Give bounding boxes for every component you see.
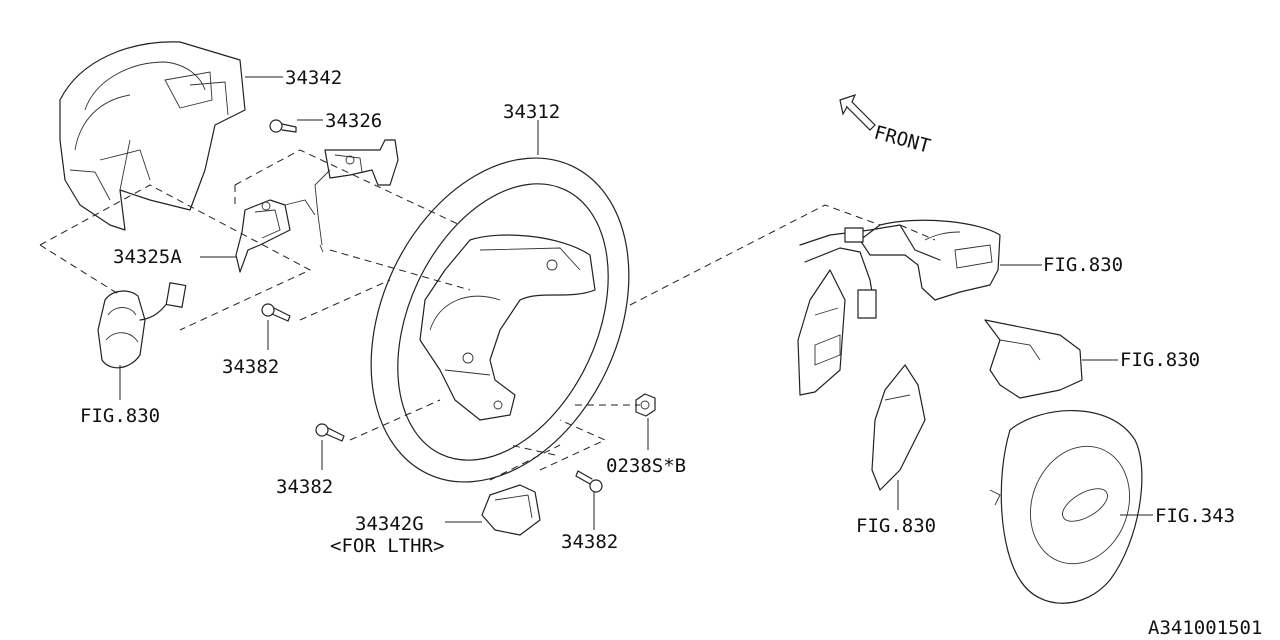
steering-wheel-34312 bbox=[370, 157, 630, 483]
label-fig343: FIG.343 bbox=[1155, 505, 1235, 527]
airbag-module bbox=[989, 410, 1143, 604]
nut-0238S bbox=[635, 393, 656, 417]
paddle-switch-34325A bbox=[235, 199, 316, 273]
column-cover-part bbox=[59, 41, 246, 231]
label-fig830-a: FIG.830 bbox=[1043, 254, 1123, 276]
label-front: FRONT bbox=[872, 122, 933, 158]
right-trim-cover bbox=[984, 319, 1083, 399]
label-fig830-c: FIG.830 bbox=[856, 515, 936, 537]
label-34342G: 34342G bbox=[355, 513, 424, 535]
label-34325A: 34325A bbox=[113, 246, 182, 268]
label-0238S: 0238S*B bbox=[606, 455, 686, 477]
paddle-switch-upper bbox=[314, 139, 399, 253]
label-34382-a: 34382 bbox=[222, 356, 279, 378]
screw-34382-a bbox=[261, 303, 291, 322]
label-34382-b: 34382 bbox=[276, 476, 333, 498]
label-34342: 34342 bbox=[285, 67, 342, 89]
front-arrow-icon bbox=[839, 94, 876, 131]
clock-spring-connector bbox=[97, 282, 187, 369]
label-34312: 34312 bbox=[503, 101, 560, 123]
screw-34382-b bbox=[315, 423, 345, 442]
diagram-id: A341001501 bbox=[1148, 617, 1262, 639]
label-34326: 34326 bbox=[325, 110, 382, 132]
label-fig830-b: FIG.830 bbox=[1120, 349, 1200, 371]
label-for-lthr: <FOR LTHR> bbox=[330, 535, 444, 557]
center-trim-panel bbox=[871, 364, 926, 491]
screw-34326 bbox=[269, 119, 297, 133]
label-34382-c: 34382 bbox=[561, 531, 618, 553]
leader-lines bbox=[119, 76, 1153, 530]
switch-harness-assembly bbox=[799, 219, 1001, 319]
screw-34382-c bbox=[575, 470, 603, 493]
label-fig830-left: FIG.830 bbox=[80, 405, 160, 427]
assembly-dashed-lines bbox=[39, 149, 936, 481]
left-switch-panel bbox=[797, 269, 846, 396]
lower-cover-34342G bbox=[481, 484, 541, 536]
